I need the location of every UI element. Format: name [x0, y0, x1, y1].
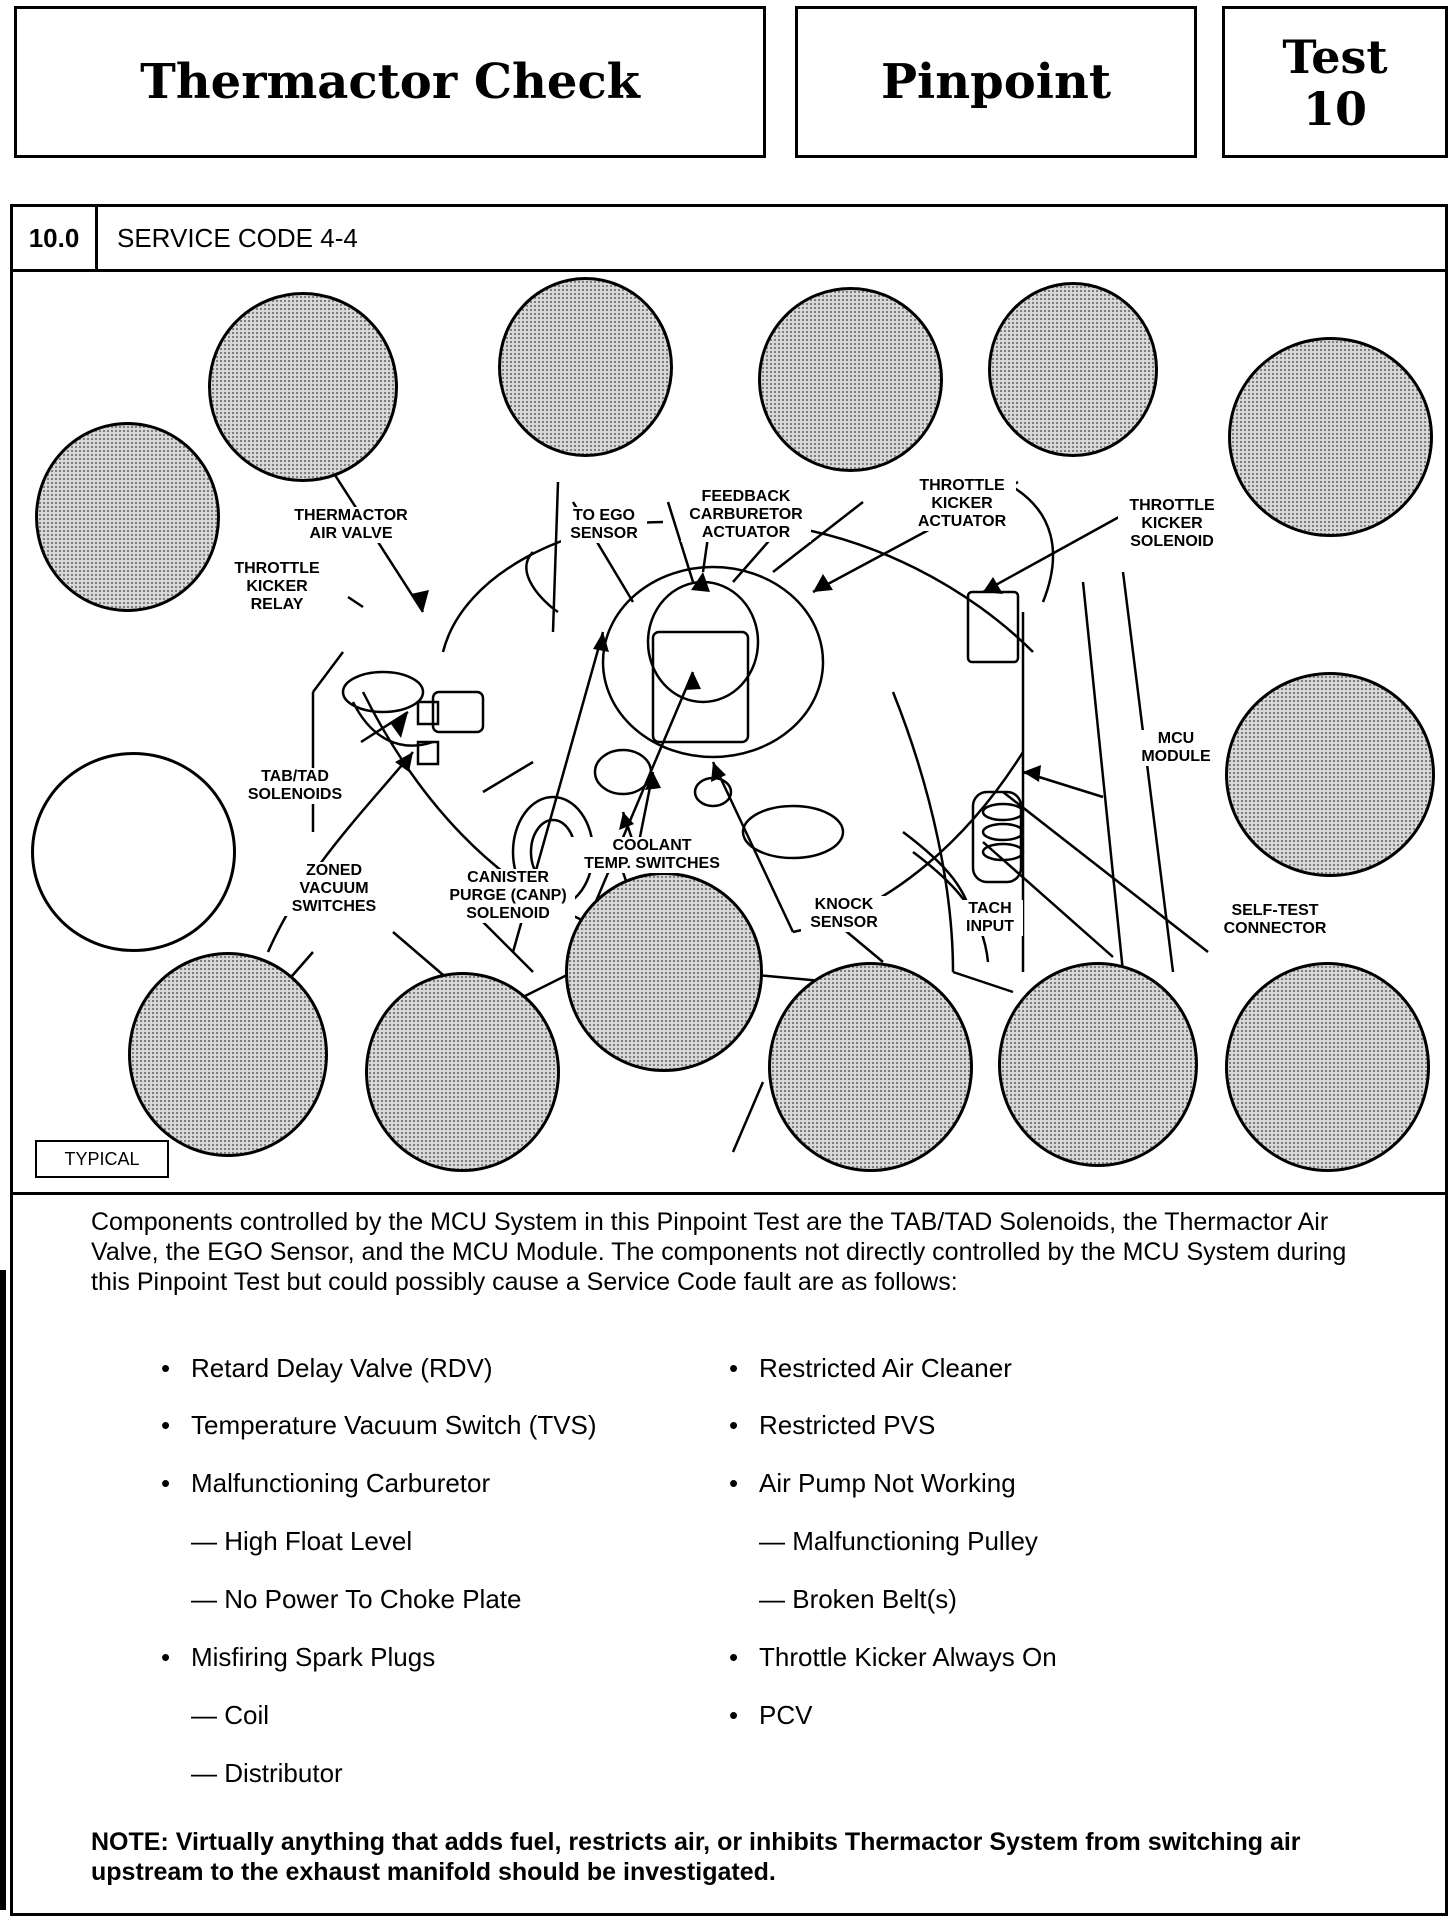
intro-paragraph: Components controlled by the MCU System …: [91, 1208, 1347, 1296]
header-type-box: Pinpoint: [795, 6, 1197, 158]
label-coolant-temp-switches: COOLANT TEMP. SWITCHES: [561, 837, 743, 873]
list-item: — Coil: [191, 1700, 270, 1730]
list-item: — No Power To Choke Plate: [191, 1584, 522, 1614]
detail-circle-carb-actuator: [758, 287, 943, 472]
detail-circle-canister-purge: [365, 972, 560, 1172]
detail-circle-tab-tad: [31, 752, 236, 952]
header-test-box: Test 10: [1222, 6, 1448, 158]
label-tab-tad-solenoids: TAB/TAD SOLENOIDS: [239, 768, 351, 804]
detail-circle-mcu-module: [1225, 672, 1435, 877]
label-thermactor-air-valve: THERMACTOR AIR VALVE: [285, 507, 417, 543]
list-item: •Restricted Air Cleaner: [729, 1353, 1012, 1383]
detail-circle-self-test: [1225, 962, 1430, 1172]
label-canister-purge: CANISTER PURGE (CANP) SOLENOID: [441, 869, 575, 923]
typical-label: TYPICAL: [35, 1140, 169, 1178]
section-frame: 10.0 SERVICE CODE 4-4: [10, 204, 1448, 1916]
list-item: — Broken Belt(s): [759, 1584, 957, 1614]
list-item: •PCV: [729, 1700, 813, 1730]
label-zoned-vacuum-switches: ZONED VACUUM SWITCHES: [279, 862, 389, 916]
label-throttle-kicker-solenoid: THROTTLE KICKER SOLENOID: [1118, 497, 1226, 551]
list-item: — High Float Level: [191, 1526, 413, 1556]
header-title-box: Thermactor Check: [14, 6, 766, 158]
list-item: — Malfunctioning Pulley: [759, 1526, 1038, 1556]
label-to-ego-sensor: TO EGO SENSOR: [561, 507, 647, 543]
list-item: •Malfunctioning Carburetor: [161, 1468, 491, 1498]
detail-circle-coolant-switches: [565, 872, 763, 1072]
label-tach-input: TACH INPUT: [957, 900, 1023, 936]
detail-circle-air-valve: [208, 292, 398, 482]
list-item: •Restricted PVS: [729, 1410, 936, 1440]
detail-circle-kicker-relay: [35, 422, 220, 612]
label-self-test-connector: SELF-TEST CONNECTOR: [1209, 902, 1341, 938]
diagram-area: THERMACTOR AIR VALVE TO EGO SENSOR FEEDB…: [13, 272, 1445, 1195]
label-throttle-kicker-relay: THROTTLE KICKER RELAY: [227, 560, 327, 614]
list-item: •Misfiring Spark Plugs: [161, 1642, 436, 1672]
detail-circle-kicker-actuator: [988, 282, 1158, 457]
detail-circle-ego-sensor: [498, 277, 673, 457]
test-type: Pinpoint: [880, 54, 1112, 110]
section-title: SERVICE CODE 4-4: [117, 223, 358, 253]
list-item: •Throttle Kicker Always On: [729, 1642, 1057, 1672]
note-paragraph: NOTE: Virtually anything that adds fuel,…: [91, 1828, 1301, 1886]
detail-circle-kicker-solenoid: [1228, 337, 1433, 537]
list-item: — Distributor: [191, 1758, 343, 1788]
detail-circle-zoned-vacuum: [128, 952, 328, 1157]
label-feedback-carb-actuator: FEEDBACK CARBURETOR ACTUATOR: [681, 488, 811, 542]
section-number: 10.0: [13, 207, 98, 269]
list-item: •Temperature Vacuum Switch (TVS): [161, 1410, 597, 1440]
list-item: •Air Pump Not Working: [729, 1468, 1016, 1498]
section-header-row: 10.0 SERVICE CODE 4-4: [13, 207, 1445, 272]
test-label: Test: [1282, 30, 1388, 84]
detail-circle-knock-sensor: [768, 962, 973, 1172]
label-knock-sensor: KNOCK SENSOR: [801, 896, 887, 932]
label-mcu-module: MCU MODULE: [1133, 730, 1219, 766]
list-item: •Retard Delay Valve (RDV): [161, 1353, 493, 1383]
label-throttle-kicker-actuator: THROTTLE KICKER ACTUATOR: [908, 477, 1016, 531]
page-title: Thermactor Check: [140, 54, 640, 110]
detail-circle-tach-input: [998, 962, 1198, 1167]
page-edge-bar: [0, 1270, 6, 1910]
test-number: 10: [1302, 82, 1367, 136]
